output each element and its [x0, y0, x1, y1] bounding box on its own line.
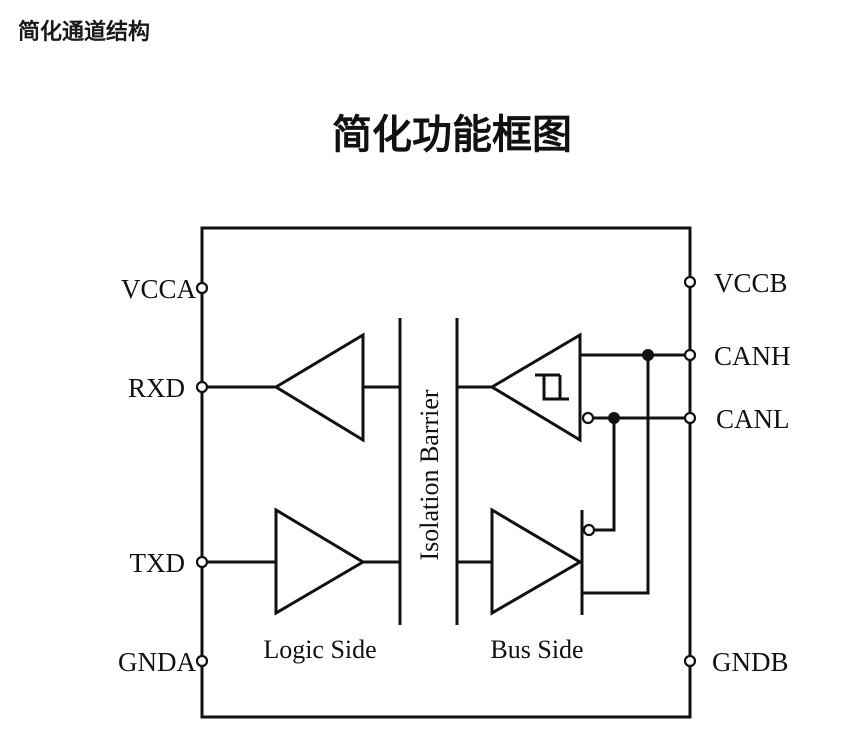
pin-rxd-terminal — [195, 380, 209, 394]
canl-driver-wire — [594, 418, 616, 532]
pin-gndb-label: GNDB — [712, 647, 789, 677]
pin-canl: CANL — [683, 404, 790, 434]
bus-receiver-comparator — [489, 332, 582, 443]
pin-rxd: RXD — [128, 373, 209, 403]
pin-vccb: VCCB — [683, 268, 788, 298]
pin-vccb-terminal — [683, 275, 697, 289]
canh-driver-wire — [582, 355, 650, 595]
pin-canl-label: CANL — [716, 404, 790, 434]
pin-txd: TXD — [130, 548, 209, 578]
pin-vcca-terminal — [195, 281, 209, 295]
pin-canh: CANH — [683, 341, 791, 371]
pin-canl-terminal — [683, 411, 697, 425]
isolation-barrier-label: Isolation Barrier — [415, 389, 444, 560]
hysteresis-icon — [535, 373, 569, 401]
pin-vcca: VCCA — [121, 274, 209, 304]
chip-outline — [200, 226, 692, 719]
pin-canh-terminal — [683, 348, 697, 362]
pin-txd-terminal — [195, 555, 209, 569]
receiver-inverted-input-bubble — [581, 411, 595, 425]
section-heading: 简化通道结构 — [18, 20, 151, 45]
bus-transmitter-driver — [490, 507, 583, 616]
pin-vccb-label: VCCB — [714, 268, 788, 298]
logic-transmitter-buffer — [274, 507, 366, 616]
logic-receiver-buffer — [273, 332, 365, 443]
diagram-title: 简化功能框图 — [332, 112, 572, 158]
logic-side-label: Logic Side — [263, 635, 376, 664]
driver-inverted-output-bubble — [582, 523, 596, 537]
pin-txd-label: TXD — [130, 548, 186, 578]
pin-rxd-label: RXD — [128, 373, 185, 403]
pin-gnda-terminal — [195, 654, 209, 668]
pin-gndb-terminal — [683, 654, 697, 668]
pin-gnda-label: GNDA — [118, 647, 196, 677]
pin-gnda: GNDA — [118, 647, 209, 677]
bus-side-label: Bus Side — [490, 635, 583, 664]
pin-gndb: GNDB — [683, 647, 789, 677]
pin-vcca-label: VCCA — [121, 274, 197, 304]
pin-canh-label: CANH — [714, 341, 791, 371]
